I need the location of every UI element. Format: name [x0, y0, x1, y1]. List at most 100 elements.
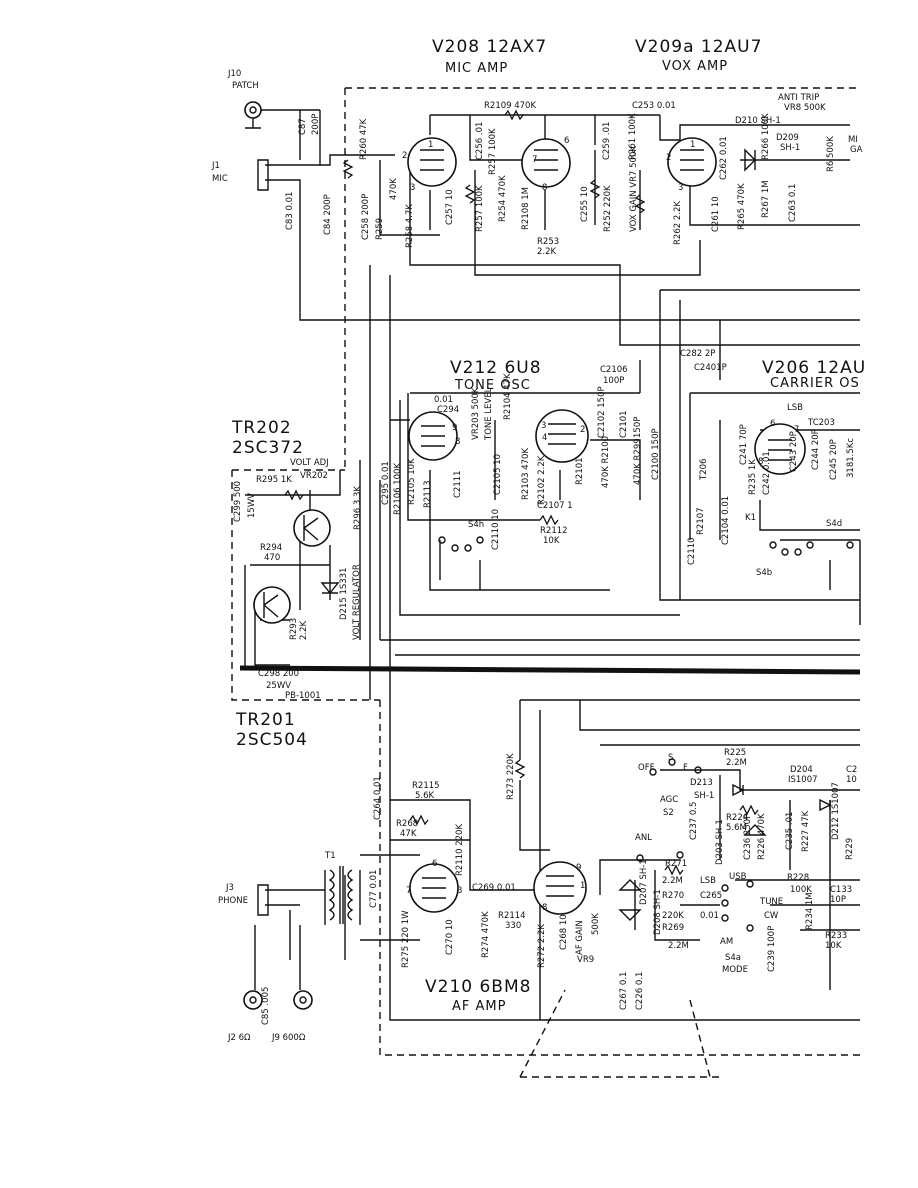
pin-numbers: 1 2 3 6 7 8 1 2 3 9 8 3 4 2 7 6 8 6 7 3 …: [402, 136, 799, 913]
svg-text:D213: D213: [690, 778, 713, 788]
svg-text:R294: R294: [260, 543, 282, 553]
svg-text:R228: R228: [787, 873, 809, 883]
svg-text:R253: R253: [537, 237, 559, 247]
svg-text:C282 2P: C282 2P: [680, 349, 715, 359]
svg-text:S: S: [668, 753, 673, 763]
resistors: [284, 109, 759, 876]
svg-text:2.2M: 2.2M: [668, 941, 689, 951]
svg-text:AM: AM: [720, 937, 733, 947]
svg-text:2: 2: [666, 153, 671, 163]
svg-text:R267 1M: R267 1M: [761, 180, 771, 218]
transformer-t1: [328, 866, 354, 924]
svg-text:C236 250P: C236 250P: [743, 814, 753, 860]
vacuum-tubes: [407, 137, 806, 915]
svg-text:C77 0.01: C77 0.01: [369, 870, 379, 908]
svg-text:AGC: AGC: [660, 795, 678, 805]
svg-text:C2101: C2101: [619, 410, 629, 438]
svg-text:7: 7: [794, 425, 799, 435]
svg-text:500K: 500K: [591, 913, 601, 935]
svg-text:2.2K: 2.2K: [299, 620, 309, 640]
svg-text:R259: R259: [375, 218, 385, 240]
svg-text:6: 6: [770, 419, 775, 429]
svg-text:R266 100K: R266 100K: [761, 113, 771, 160]
svg-text:R225: R225: [724, 748, 746, 758]
svg-text:R2104 47K: R2104 47K: [503, 373, 513, 420]
svg-text:R227 47K: R227 47K: [801, 810, 811, 852]
transistors: [253, 509, 331, 624]
jack-j9: [293, 990, 313, 1010]
svg-text:C270 10: C270 10: [445, 919, 455, 955]
switches-and-diodes: [320, 148, 854, 932]
svg-text:SH-1: SH-1: [694, 791, 714, 801]
svg-text:8: 8: [455, 437, 460, 447]
svg-text:IS1007: IS1007: [788, 775, 818, 785]
svg-text:220K: 220K: [662, 911, 684, 921]
svg-text:C2105 10: C2105 10: [493, 454, 503, 495]
svg-text:C263 0.1: C263 0.1: [788, 184, 798, 222]
svg-text:R273 220K: R273 220K: [506, 753, 516, 800]
v209a-title: V209a 12AU7: [635, 37, 762, 57]
svg-text:2: 2: [402, 151, 407, 161]
transistor-tr202: [293, 509, 331, 547]
svg-text:0.01: 0.01: [434, 395, 453, 405]
svg-text:C294: C294: [437, 405, 459, 415]
svg-text:10P: 10P: [830, 895, 846, 905]
dashed-enclosures: [231, 87, 860, 1078]
svg-text:6: 6: [564, 136, 569, 146]
svg-text:8: 8: [542, 183, 547, 193]
svg-text:TUNE: TUNE: [759, 897, 783, 907]
svg-text:1: 1: [580, 881, 585, 891]
svg-text:S4d: S4d: [826, 519, 842, 529]
svg-text:3: 3: [541, 421, 546, 431]
svg-text:1: 1: [690, 140, 695, 150]
svg-text:PB-1001: PB-1001: [285, 691, 321, 701]
svg-text:VOLT ADJ: VOLT ADJ: [290, 458, 329, 468]
svg-text:470K R2100: 470K R2100: [601, 436, 611, 488]
svg-text:MIC: MIC: [212, 174, 228, 184]
svg-text:2.2M: 2.2M: [726, 758, 747, 768]
svg-text:VR8 500K: VR8 500K: [784, 103, 826, 113]
svg-text:R2101: R2101: [575, 457, 585, 485]
svg-text:C237 0.5: C237 0.5: [689, 802, 699, 840]
svg-text:5.6M: 5.6M: [726, 823, 747, 833]
svg-text:C255 10: C255 10: [580, 186, 590, 222]
svg-text:R265 470K: R265 470K: [737, 183, 747, 230]
svg-text:S2: S2: [663, 808, 674, 818]
svg-text:C87: C87: [298, 118, 308, 135]
jack-j10: [244, 101, 262, 119]
tube-v206: [754, 423, 806, 475]
v212-title: V212 6U8: [450, 358, 542, 378]
svg-text:C267 0.1: C267 0.1: [619, 972, 629, 1010]
svg-text:C2110 10: C2110 10: [491, 509, 501, 550]
svg-text:R2110 220K: R2110 220K: [455, 824, 465, 876]
svg-text:9: 9: [576, 863, 581, 873]
svg-text:47K: 47K: [400, 829, 417, 839]
svg-text:R2107: R2107: [696, 507, 706, 535]
svg-text:R2103 470K: R2103 470K: [521, 448, 531, 500]
tube-v208b: [521, 138, 571, 188]
tube-v210-pentode: [533, 861, 587, 915]
svg-text:R261 100K: R261 100K: [628, 113, 638, 160]
svg-text:200P: 200P: [311, 114, 321, 135]
v209a-subtitle: VOX AMP: [662, 59, 728, 74]
svg-text:R233: R233: [825, 931, 847, 941]
svg-text:D204: D204: [790, 765, 813, 775]
svg-text:C268 10: C268 10: [559, 914, 569, 950]
svg-text:S4h: S4h: [468, 520, 484, 530]
svg-text:10K: 10K: [825, 941, 842, 951]
svg-text:C253 0.01: C253 0.01: [632, 101, 676, 111]
jack-j1: [257, 159, 269, 191]
svg-text:TONE LEVEL: TONE LEVEL: [484, 387, 494, 441]
svg-text:R257 100K: R257 100K: [475, 185, 485, 232]
jack-j3: [257, 884, 269, 916]
svg-text:10K: 10K: [543, 536, 560, 546]
svg-text:R6 500K: R6 500K: [826, 136, 836, 172]
svg-text:R2102 2.2K: R2102 2.2K: [537, 455, 547, 505]
svg-text:C242 0.01: C242 0.01: [762, 451, 772, 495]
svg-text:T206: T206: [699, 459, 709, 481]
svg-text:1: 1: [428, 140, 433, 150]
svg-text:TC203: TC203: [807, 418, 835, 428]
svg-text:C2110: C2110: [687, 537, 697, 565]
svg-text:R2113: R2113: [423, 480, 433, 508]
